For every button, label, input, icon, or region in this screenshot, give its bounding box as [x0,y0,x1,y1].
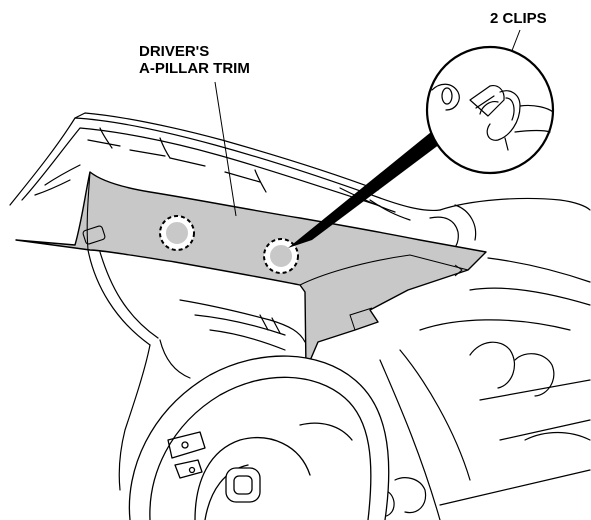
a-pillar-trim-label: DRIVER'S A-PILLAR TRIM [139,43,250,77]
clip-location-1 [160,216,194,250]
trim-label-line1: DRIVER'S [139,43,210,60]
clip-detail-view [425,45,555,175]
steering-wheel [128,355,390,520]
windshield-frame [9,112,441,221]
detail-connector [288,128,448,248]
dashboard-right [371,197,591,520]
clip-location-markers [160,216,298,273]
a-pillar-trim [15,171,487,371]
clip-location-2 [264,239,298,273]
dashboard-left [87,249,306,491]
trim-label-line2: A-PILLAR TRIM [139,60,250,77]
trim-leader-line [214,81,237,217]
clips-label: 2 CLIPS [490,10,547,27]
